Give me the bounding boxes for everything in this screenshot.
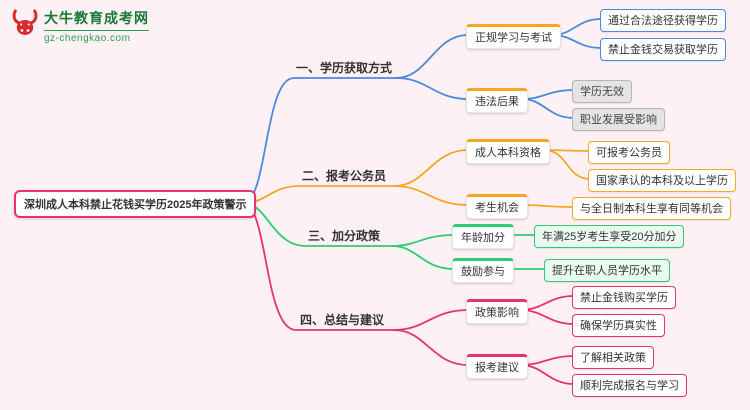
leaf-node: 与全日制本科生享有同等机会	[572, 197, 731, 220]
leaf-node: 可报考公务员	[588, 141, 670, 164]
leaf-node: 确保学历真实性	[572, 314, 665, 337]
bull-logo-icon	[12, 9, 38, 35]
mid-node-candidate-opportunity: 考生机会	[466, 194, 528, 219]
mid-node-encourage: 鼓励参与	[452, 258, 514, 283]
mindmap-root-node: 深圳成人本科禁止花钱买学历2025年政策警示	[14, 190, 257, 218]
branch-label-1: 一、学历获取方式	[296, 61, 393, 75]
mid-node-illegal-result: 违法后果	[466, 88, 528, 113]
site-logo-text: 大牛教育成考网 gz-chengkao.com	[44, 8, 149, 44]
site-domain: gz-chengkao.com	[44, 33, 131, 44]
leaf-node: 禁止金钱购买学历	[572, 286, 676, 309]
branch-label-3: 三、加分政策	[308, 229, 381, 243]
leaf-node: 学历无效	[572, 80, 632, 103]
leaf-node: 了解相关政策	[572, 346, 654, 369]
site-name: 大牛教育成考网	[44, 8, 149, 31]
leaf-node: 通过合法途径获得学历	[600, 9, 726, 32]
mid-node-policy-impact: 政策影响	[466, 299, 528, 324]
leaf-node: 顺利完成报名与学习	[572, 374, 687, 397]
branch-label-2: 二、报考公务员	[302, 169, 387, 183]
branch-label-4: 四、总结与建议	[300, 313, 385, 327]
leaf-node: 年满25岁考生享受20分加分	[534, 225, 685, 248]
mid-node-adult-degree: 成人本科资格	[466, 139, 550, 164]
leaf-node: 提升在职人员学历水平	[544, 259, 670, 282]
mid-node-apply-advice: 报考建议	[466, 354, 528, 379]
mid-node-regular-study: 正规学习与考试	[466, 24, 561, 49]
leaf-node: 职业发展受影响	[572, 108, 665, 131]
leaf-node: 国家承认的本科及以上学历	[588, 169, 736, 192]
leaf-node: 禁止金钱交易获取学历	[600, 38, 726, 61]
mid-node-age-bonus: 年龄加分	[452, 224, 514, 249]
site-logo[interactable]: 大牛教育成考网 gz-chengkao.com	[10, 8, 149, 44]
